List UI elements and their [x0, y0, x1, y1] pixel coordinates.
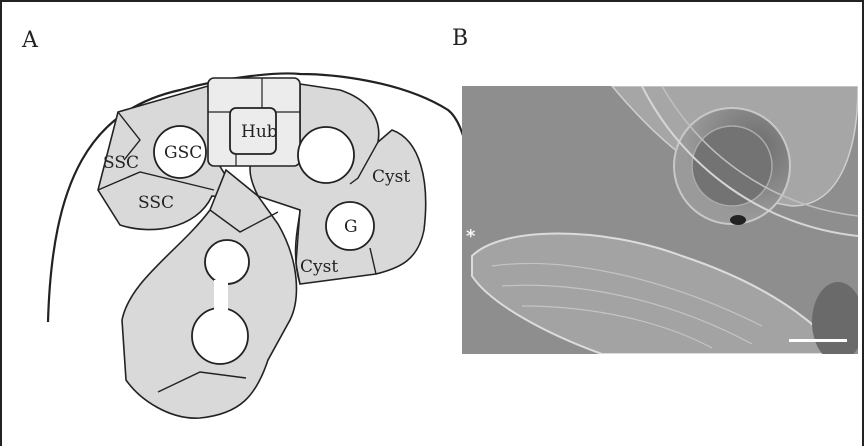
- cell-bridge: [214, 280, 228, 310]
- testis-micrograph: [462, 86, 858, 354]
- cyst-bottom-label: Cyst: [300, 257, 338, 277]
- gonialblast-cell: [298, 127, 354, 183]
- tip-marker: *: [466, 226, 475, 247]
- g-label: G: [344, 217, 358, 237]
- ssc-bottom-label: SSC: [138, 193, 174, 213]
- scale-bar: [789, 339, 847, 342]
- cyst-right-label: Cyst: [372, 167, 410, 187]
- ssc-left-label: SSC: [103, 153, 139, 173]
- hub-label: Hub: [241, 122, 278, 142]
- gsc-label: GSC: [164, 143, 202, 163]
- spermatogonium-cell: [192, 308, 248, 364]
- spermatogonium-cell: [205, 240, 249, 284]
- micrograph-drawing: [462, 86, 858, 354]
